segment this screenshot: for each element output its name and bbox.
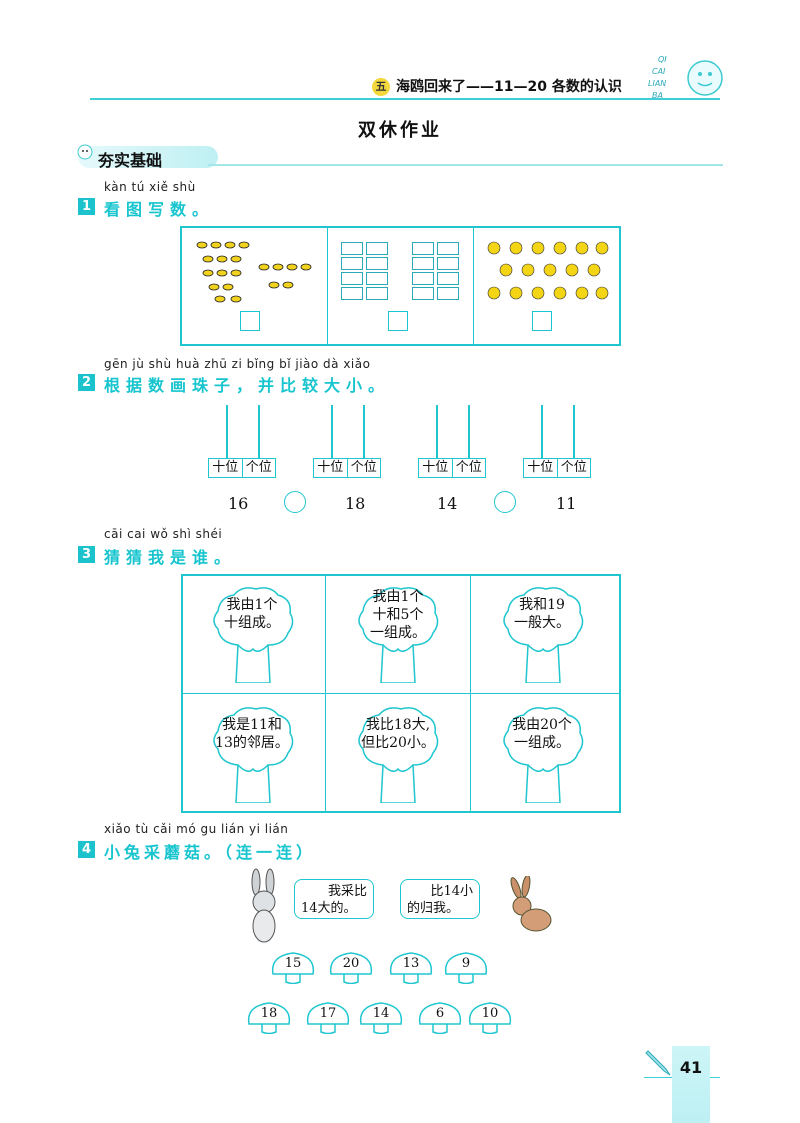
section-band: 夯实基础 [77, 144, 723, 170]
q1-answer-box-3[interactable] [532, 311, 552, 331]
tens-label: 十位 [422, 460, 449, 475]
page-number: 41 [679, 1058, 703, 1077]
q1-pinyin: kàn tú xiě shù [104, 180, 196, 194]
q1-picture-table [180, 226, 621, 346]
tree-1-text: 我由1个十组成。 [224, 597, 280, 631]
abacus-3-place-labels: 十位个位 [418, 458, 486, 478]
mushroom[interactable]: 20 [326, 950, 376, 985]
q4-pinyin: xiǎo tù cǎi mó gu lián yi lián [104, 822, 289, 836]
tens-label: 十位 [527, 460, 554, 475]
q2-instruction: 根据数画珠子，并比较大小。 [104, 376, 391, 395]
q2-number-11: 11 [556, 494, 577, 513]
chicks-picture [487, 241, 609, 300]
ones-label: 个位 [241, 459, 276, 477]
mushroom[interactable]: 13 [386, 950, 436, 985]
tree-5-text: 我比18大,但比20小。 [361, 717, 435, 751]
mushroom[interactable]: 6 [415, 1000, 465, 1035]
chapter-title: 海鸥回来了——11—20 各数的认识 [396, 79, 622, 95]
logo-letters-3: LIAN [648, 79, 666, 88]
q1-answer-box-2[interactable] [388, 311, 408, 331]
q3-instruction: 猜猜我是谁。 [104, 548, 237, 567]
bees-picture [196, 241, 312, 303]
q2-compare-circle-2[interactable] [494, 491, 516, 513]
chapter-number-badge: 五 [372, 78, 390, 96]
q3-number: 3 [78, 546, 95, 563]
logo-letters-4: BA [652, 91, 663, 100]
logo-letters-1: QI [658, 55, 667, 64]
q2-number-14: 14 [437, 494, 458, 513]
q4-number: 4 [78, 841, 95, 858]
mushroom[interactable]: 17 [303, 1000, 353, 1035]
tens-label: 十位 [212, 460, 239, 475]
mushroom[interactable]: 14 [356, 1000, 406, 1035]
ones-label: 个位 [556, 459, 591, 477]
gray-rabbit-icon [251, 868, 276, 943]
header-rule [90, 98, 720, 100]
tree-5 [358, 707, 439, 803]
section-title: 夯实基础 [98, 151, 163, 170]
logo-letters-2: CAI [652, 67, 666, 76]
kids-icon [77, 144, 93, 160]
mushroom[interactable]: 9 [441, 950, 491, 985]
mushroom[interactable]: 15 [268, 950, 318, 985]
page-number-tab: 41 [672, 1046, 710, 1123]
tree-6-text: 我由20个一组成。 [512, 717, 572, 751]
logo-ball-icon: QI CAI LIAN BA [648, 55, 723, 100]
ones-label: 个位 [346, 459, 381, 477]
page-title: 双休作业 [358, 120, 442, 141]
brown-rabbit-icon [510, 876, 552, 932]
q4-instruction: 小兔采蘑菇。（连一连） [104, 843, 317, 862]
abacus-2-place-labels: 十位个位 [313, 458, 381, 478]
tree-3 [503, 587, 584, 683]
left-rabbit-speech-bubble: 我采比 14大的。 [294, 879, 374, 919]
q2-number: 2 [78, 374, 95, 391]
mushroom[interactable]: 10 [465, 1000, 515, 1035]
tree-2-text: 我由1个十和5个一组成。 [370, 589, 426, 641]
tens-label: 十位 [317, 460, 344, 475]
pencil-icon [645, 1050, 671, 1076]
mushroom[interactable]: 18 [244, 1000, 294, 1035]
chapter-header: 五海鸥回来了——11—20 各数的认识 [372, 76, 622, 96]
q2-number-16: 16 [228, 494, 249, 513]
right-rabbit-speech-bubble: 比14小 的归我。 [400, 879, 480, 919]
tree-1 [213, 587, 294, 683]
tree-6 [503, 707, 584, 803]
q1-instruction: 看图写数。 [104, 200, 215, 219]
abacus-4-place-labels: 十位个位 [523, 458, 591, 478]
abacus-1-place-labels: 十位个位 [208, 458, 276, 478]
q1-number: 1 [78, 198, 95, 215]
q1-answer-box-1[interactable] [240, 311, 260, 331]
q2-number-18: 18 [345, 494, 366, 513]
q2-compare-circle-1[interactable] [284, 491, 306, 513]
tree-4 [213, 707, 294, 803]
ones-label: 个位 [451, 459, 486, 477]
q2-pinyin: gēn jù shù huà zhū zi bǐng bǐ jiào dà xi… [104, 357, 371, 371]
q3-pinyin: cāi cai wǒ shì shéi [104, 527, 223, 541]
tree-2 [358, 587, 439, 683]
